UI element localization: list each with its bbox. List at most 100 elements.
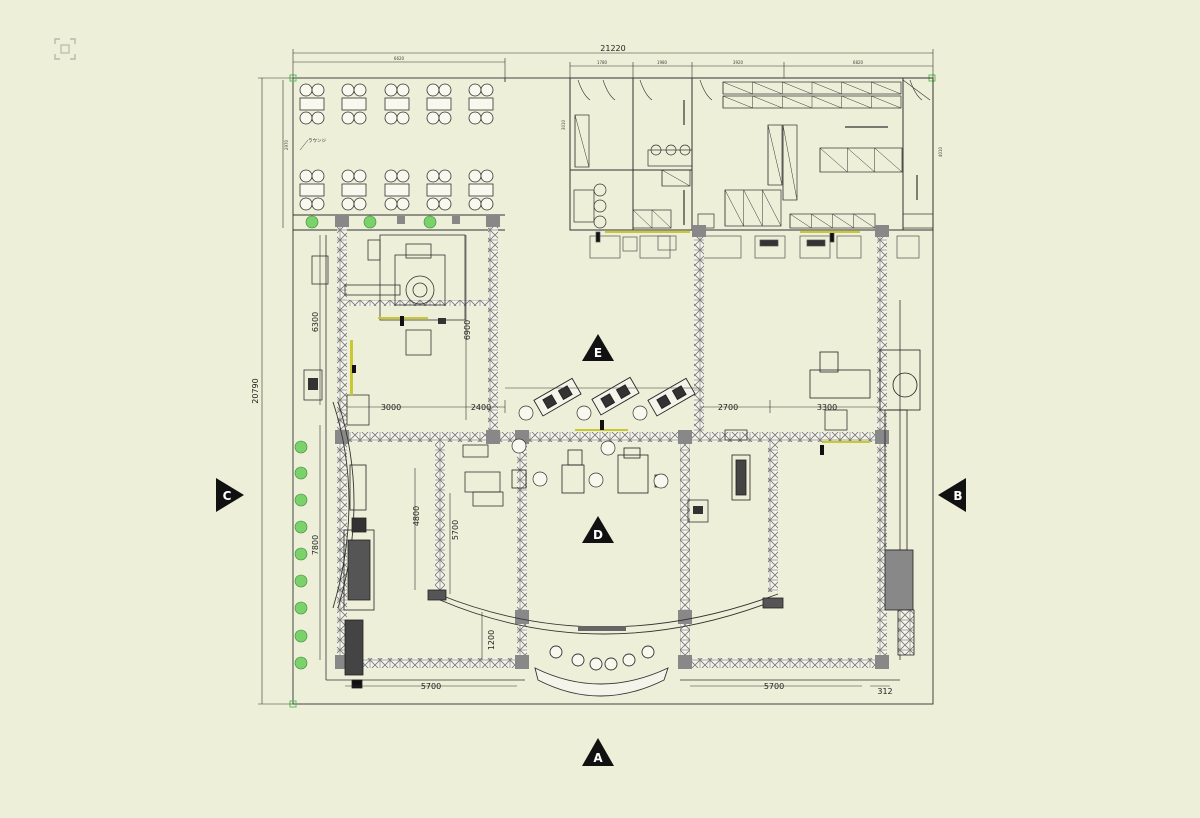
lounge-table <box>468 183 494 197</box>
lounge-chair <box>468 169 482 183</box>
svg-text:A: A <box>593 751 603 765</box>
lounge-table-group <box>426 83 452 125</box>
view-marker-d[interactable]: D <box>582 516 614 543</box>
shelf-hatch <box>574 114 590 168</box>
machine-center <box>511 447 666 494</box>
lounge-table-group <box>341 169 367 211</box>
office-shelf-hatching <box>574 81 903 229</box>
shelf-hatch <box>722 95 753 109</box>
lounge-chair <box>311 111 325 125</box>
view-marker-c[interactable]: C <box>216 478 244 512</box>
plant <box>294 574 308 588</box>
fit-to-screen-button[interactable] <box>54 38 76 60</box>
plant <box>294 656 308 670</box>
lounge-table <box>384 97 410 111</box>
dim-small-2970: 2970 <box>284 139 289 150</box>
dim-top-total: 21220 <box>600 44 625 53</box>
lounge-area <box>299 83 494 211</box>
lounge-chair <box>353 169 367 183</box>
shelf-hatch <box>782 81 813 95</box>
shelf-hatch <box>789 213 812 229</box>
machine-robots-center <box>533 376 696 417</box>
lounge-table-group <box>299 169 325 211</box>
shelf-hatch <box>841 95 872 109</box>
shelf-hatch <box>853 213 876 229</box>
lounge-tag: ラウンジ <box>308 137 326 144</box>
lounge-chair <box>311 197 325 211</box>
fit-to-screen-icon <box>54 38 76 60</box>
lounge-table <box>299 97 325 111</box>
dim-small-4010: 4010 <box>938 146 943 157</box>
svg-text:D: D <box>593 528 603 542</box>
lounge-chair <box>384 169 398 183</box>
shelf-hatch <box>782 95 813 109</box>
dim-3300: 3300 <box>817 403 837 412</box>
office-chairs <box>593 144 691 229</box>
shelf-hatch <box>782 124 798 201</box>
plant <box>294 601 308 615</box>
lounge-chair <box>341 83 355 97</box>
stage-screen <box>578 626 626 631</box>
shelf-hatch <box>752 95 783 109</box>
lounge-table-group <box>341 83 367 125</box>
lounge-chair <box>311 83 325 97</box>
left-arc-wall <box>332 401 355 609</box>
lounge-chair <box>438 169 452 183</box>
plant <box>294 520 308 534</box>
lounge-table <box>426 183 452 197</box>
exhibit-circles <box>511 405 669 489</box>
shelf-hatch <box>651 209 672 229</box>
office-rooms <box>569 77 934 231</box>
lounge-chair <box>480 83 494 97</box>
lounge-chair <box>480 197 494 211</box>
dim-5700-left: 5700 <box>421 682 441 691</box>
lounge-table-group <box>384 169 410 211</box>
shelf-hatch <box>724 189 744 227</box>
machine-left-long <box>343 464 375 676</box>
shelf-hatch <box>819 147 848 173</box>
dim-small-3010: 3010 <box>561 119 566 130</box>
lounge-chair <box>341 169 355 183</box>
shelf-hatch <box>762 189 782 227</box>
office-counters <box>589 231 920 259</box>
shelf-hatch <box>811 95 842 109</box>
internal-dimension-lines <box>319 235 890 687</box>
lounge-table-group <box>468 169 494 211</box>
dim-top-seg-2: 1980 <box>657 60 668 65</box>
view-marker-a[interactable]: A <box>582 738 614 766</box>
top-plants <box>305 215 497 229</box>
dim-312: 312 <box>877 687 892 696</box>
svg-text:B: B <box>953 489 962 503</box>
lounge-chair <box>299 83 313 97</box>
shelf-hatch <box>811 213 833 229</box>
lounge-table <box>341 97 367 111</box>
dim-top-seg-1: 1780 <box>597 60 608 65</box>
lounge-chair <box>341 111 355 125</box>
svg-text:C: C <box>223 489 232 503</box>
dim-2700: 2700 <box>718 403 738 412</box>
lounge-chair <box>426 83 440 97</box>
dim-1200: 1200 <box>487 630 496 650</box>
lounge-chair <box>353 83 367 97</box>
view-marker-e[interactable]: E <box>582 334 614 361</box>
plant <box>294 629 308 643</box>
lounge-chair <box>311 169 325 183</box>
machine-right <box>693 349 921 656</box>
plant <box>294 547 308 561</box>
dim-7800: 7800 <box>311 535 320 555</box>
lounge-chair <box>384 111 398 125</box>
dim-5700-vertical: 5700 <box>451 520 460 540</box>
shelf-hatch <box>841 81 872 95</box>
shelf-hatch <box>722 81 753 95</box>
shelf-hatch <box>632 209 653 229</box>
left-dimension <box>258 77 293 705</box>
svg-text:E: E <box>594 346 602 360</box>
shelf-hatch <box>871 81 902 95</box>
lounge-table <box>426 97 452 111</box>
lounge-chair <box>299 197 313 211</box>
machine-bottom-small <box>351 589 784 689</box>
truss-structure <box>335 215 889 669</box>
lounge-chair <box>480 111 494 125</box>
view-marker-b[interactable]: B <box>938 478 966 512</box>
shelf-hatch <box>832 213 854 229</box>
